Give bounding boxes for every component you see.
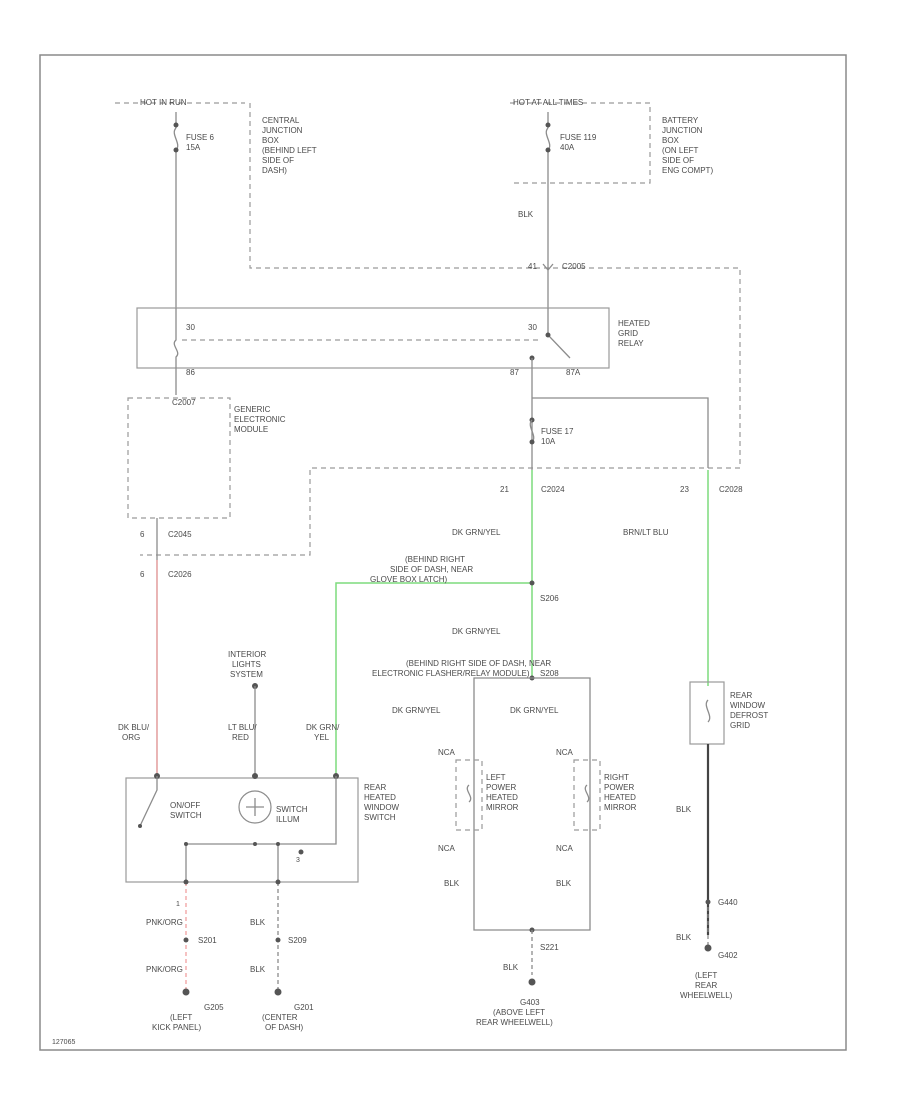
wire-blk-s221: BLK [503, 963, 519, 972]
defrost-grid-icon [705, 699, 711, 723]
wire-dk-grn-yel-sw-label: DK GRN/ YEL [306, 723, 342, 742]
cjb-label: CENTRAL JUNCTION BOX (BEHIND LEFT SIDE O… [262, 116, 319, 175]
splice-s209: S209 [288, 936, 307, 945]
pin-30b: 30 [528, 323, 537, 332]
wire-dk-grn-yel-1: DK GRN/YEL [452, 528, 501, 537]
ground-g440: G440 [718, 898, 738, 907]
heated-grid-relay-box [136, 307, 610, 369]
ground-g205-icon [182, 988, 190, 996]
wire-dk-blu-org-label: DK BLU/ ORG [118, 723, 151, 742]
gem-border [127, 397, 231, 519]
pin-86: 86 [186, 368, 195, 377]
ground-g403-icon [528, 978, 536, 986]
conn-c2026: C2026 [168, 570, 192, 579]
bjb-label: BATTERY JUNCTION BOX (ON LEFT SIDE OF EN… [662, 116, 713, 175]
splice-s206: S206 [540, 594, 559, 603]
wire-blk-sw1: BLK [250, 918, 266, 927]
switch-illum-lamp-icon [238, 790, 272, 824]
source-hot-all: HOT AT ALL TIMES [513, 98, 583, 107]
relay-switch [547, 308, 571, 359]
rear-window-defrost-grid-box [689, 681, 725, 745]
cjb-border [140, 103, 741, 556]
rear-heated-window-switch-box [125, 777, 359, 883]
mirror-loop [473, 677, 591, 931]
wire-dk-grn-yel-switch [335, 582, 532, 776]
ground-g201-icon [274, 988, 282, 996]
pin-6b: 6 [140, 570, 145, 579]
fuse6-label: FUSE 6 15A [186, 133, 216, 152]
pin-41: 41 [528, 262, 537, 271]
pin-87a: 87A [566, 368, 581, 377]
ground-g402: G402 (LEFT REAR WHEELWELL) [680, 951, 740, 1000]
switch-illum-label: SWITCH ILLUM [276, 805, 310, 824]
fuse17-label: FUSE 17 10A [541, 427, 576, 446]
splice-s221: S221 [540, 943, 559, 952]
pin-87: 87 [510, 368, 519, 377]
conn-c2005: C2005 [562, 262, 586, 271]
wire-lt-blu-red-label: LT BLU/ RED [228, 723, 259, 742]
interior-lights-label: INTERIOR LIGHTS SYSTEM [228, 650, 268, 679]
source-hot-run: HOT IN RUN [140, 98, 187, 107]
switch-label: REAR HEATED WINDOW SWITCH [364, 783, 401, 822]
conn-c2007: C2007 [172, 398, 196, 407]
nca-right-bot: NCA [556, 844, 574, 853]
wire-blk-mir-r: BLK [556, 879, 572, 888]
right-mirror-element-icon [584, 784, 590, 803]
wire-dk-grn-yel-left: DK GRN/YEL [392, 706, 441, 715]
right-mirror-label: RIGHT POWER HEATED MIRROR [604, 773, 638, 812]
bjb-border [510, 102, 651, 184]
left-mirror-element-icon [466, 784, 472, 803]
defrost-label: REAR WINDOW DEFROST GRID [730, 691, 770, 730]
figure-id: 127065 [52, 1039, 75, 1046]
wire-blk-def: BLK [676, 805, 692, 814]
pin-30a: 30 [186, 323, 195, 332]
conn-c2028: C2028 [719, 485, 743, 494]
conn-c2045: C2045 [168, 530, 192, 539]
ground-g403: G403 (ABOVE LEFT REAR WHEELWELL) [476, 998, 553, 1027]
ground-g402-icon [704, 944, 712, 952]
wire-blk-g402: BLK [676, 933, 692, 942]
wire-blk-top: BLK [518, 210, 534, 219]
diagram-frame [39, 54, 847, 1051]
left-mirror-box [455, 759, 483, 831]
wire-blk-sw2: BLK [250, 965, 266, 974]
nca-left-top: NCA [438, 748, 456, 757]
pin-1: 1 [176, 901, 180, 908]
wire-brn-lt-blu-label: BRN/LT BLU [623, 528, 669, 537]
s206-desc: (BEHIND RIGHT SIDE OF DASH, NEAR GLOVE B… [370, 555, 475, 584]
pin-23: 23 [680, 485, 689, 494]
ground-g201: G201 (CENTER OF DASH) [262, 1003, 316, 1032]
conn-c2024: C2024 [541, 485, 565, 494]
right-mirror-box [573, 759, 601, 831]
onoff-switch-icon [139, 776, 158, 827]
onoff-switch-label: ON/OFF SWITCH [170, 801, 202, 820]
wire-dk-grn-yel-right: DK GRN/YEL [510, 706, 559, 715]
fuse119-label: FUSE 119 40A [560, 133, 599, 152]
splice-s208: S208 [540, 669, 559, 678]
gem-label: GENERIC ELECTRONIC MODULE [234, 405, 288, 434]
fuse119-icon [545, 127, 551, 151]
pin-3: 3 [296, 857, 300, 864]
wire-dk-grn-yel-2: DK GRN/YEL [452, 627, 501, 636]
pin-21: 21 [500, 485, 509, 494]
relay-label: HEATED GRID RELAY [618, 319, 652, 348]
relay-coil [173, 308, 179, 395]
wire-pnk-org-2: PNK/ORG [146, 965, 183, 974]
s208-desc: (BEHIND RIGHT SIDE OF DASH, NEAR ELECTRO… [372, 659, 553, 678]
nca-right-top: NCA [556, 748, 574, 757]
ground-g205: G205 (LEFT KICK PANEL) [152, 1003, 226, 1032]
splice-s201: S201 [198, 936, 217, 945]
pin-6a: 6 [140, 530, 145, 539]
nca-left-bot: NCA [438, 844, 456, 853]
fuse6-icon [173, 127, 179, 151]
left-mirror-label: LEFT POWER HEATED MIRROR [486, 773, 520, 812]
wire-pnk-org-1: PNK/ORG [146, 918, 183, 927]
wire-blk-mir-l: BLK [444, 879, 460, 888]
